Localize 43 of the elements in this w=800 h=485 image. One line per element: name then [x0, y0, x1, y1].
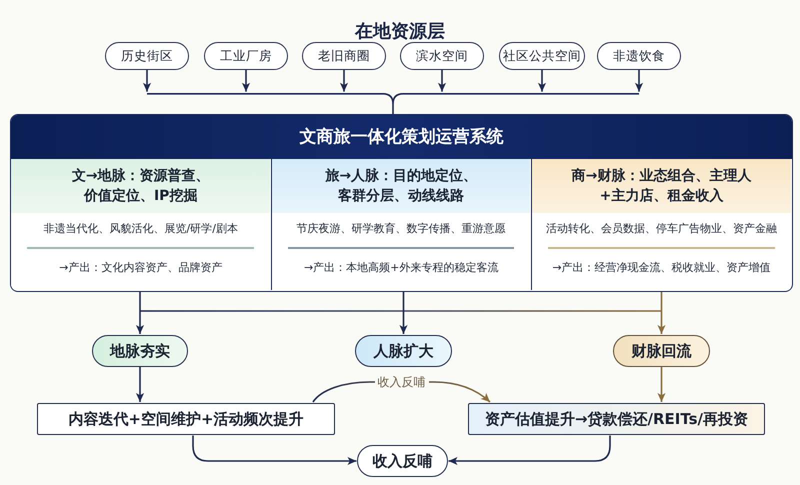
brace-bar: [146, 92, 640, 104]
output-text: →产出：经营净现金流、税收就业、资产增值: [551, 260, 772, 276]
arrow: [142, 70, 152, 92]
column-heading: 商→财脉：业态组合、主理人+主力店、租金收入: [532, 159, 791, 213]
edge-label: 收入反哺: [374, 374, 428, 390]
pill-box: 人脉扩大: [355, 335, 452, 367]
arrow: [399, 292, 408, 334]
arrow: [634, 70, 644, 92]
arrow: [538, 70, 546, 92]
diagram-title: 在地资源层: [354, 21, 446, 42]
system-panel: [10, 114, 793, 292]
connector-line: [392, 104, 394, 114]
arrow: [438, 70, 446, 92]
arrow: [448, 436, 611, 466]
column-panel: [532, 159, 791, 290]
output-text: →产出：本地高频+外来专程的稳定客流: [302, 260, 500, 276]
arrow: [657, 367, 666, 402]
output-text: →产出：文化内容资产、品牌资产: [58, 260, 224, 276]
column-heading: 文→地脉：资源普查、价值定位、IP挖掘: [11, 159, 270, 213]
arrow: [340, 70, 348, 92]
pill-box: 收入反哺: [357, 445, 448, 477]
column-panel: [11, 159, 272, 290]
column-text: 非遗当代化、风貌活化、展览/研学/剧本: [42, 221, 239, 237]
pill-box: 历史街区: [105, 42, 189, 70]
process-box: 资产估值提升→贷款偿还/REITs/再投资: [468, 403, 765, 435]
arrow: [136, 292, 144, 334]
pill-box: 财脉回流: [613, 335, 710, 367]
pill-box: 工业厂房: [204, 42, 288, 70]
pill-box: 非遗饮食: [597, 42, 681, 70]
arrow: [192, 436, 356, 466]
pill-box: 地脉夯实: [92, 335, 188, 367]
pill-box: 老旧商圈: [302, 42, 386, 70]
column-text: 活动转化、会员数据、停车广告物业、资产金融: [545, 221, 778, 237]
panel-header: 文商旅一体化策划运营系统: [11, 115, 792, 159]
pill-box: 滨水空间: [400, 42, 484, 70]
process-box: 内容迭代+空间维护+活动频次提升: [37, 403, 335, 435]
column-text: 节庆夜游、研学教育、数字传播、重游意愿: [296, 221, 507, 237]
pill-box: 社区公共空间: [499, 42, 585, 70]
column-panel: [272, 159, 532, 290]
arrow: [136, 367, 144, 402]
column-heading: 旅→人脉：目的地定位、客群分层、动线线路: [272, 159, 530, 213]
arrow: [242, 70, 250, 92]
arrow: [657, 292, 666, 334]
